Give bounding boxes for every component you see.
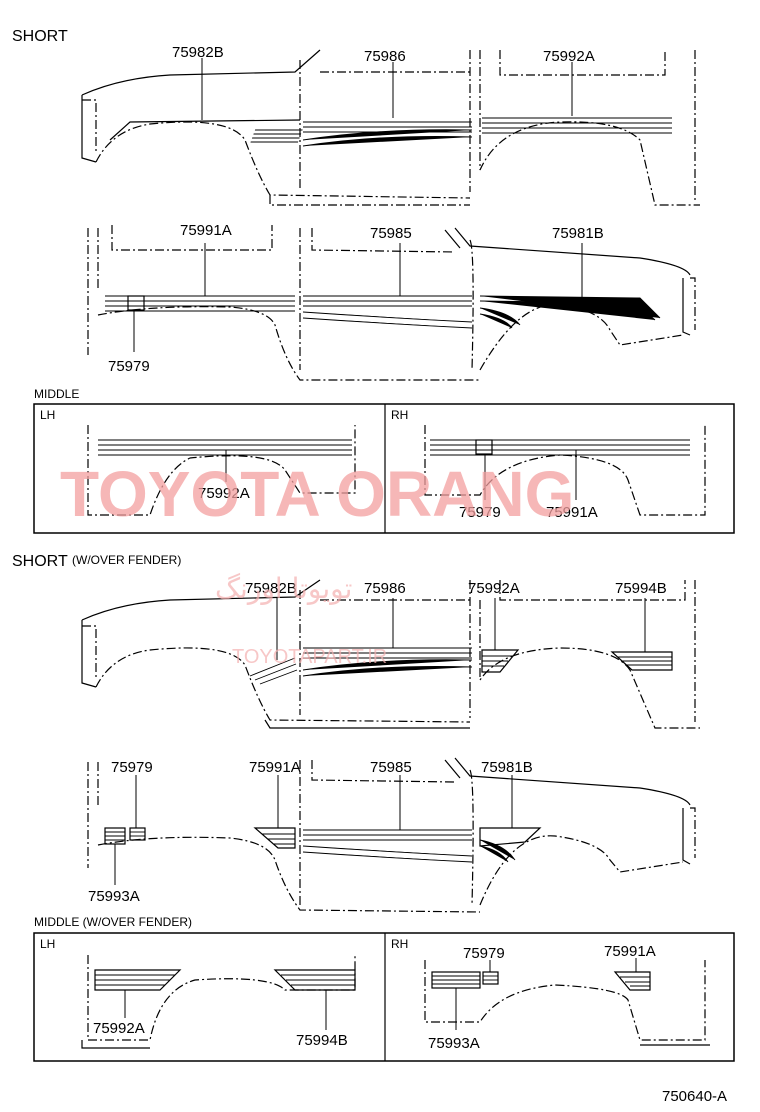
stripe-75985	[302, 829, 473, 863]
stripe-75979	[129, 827, 146, 841]
part-number: 75991A	[249, 759, 301, 776]
stripe-75994b	[610, 651, 673, 671]
watermark-persian: تویوتا اورنگ	[215, 572, 352, 605]
part-number: 75982B	[172, 44, 224, 61]
part-number: 75981B	[552, 225, 604, 242]
part-number: 75991A	[180, 222, 232, 239]
stripe-75981b	[479, 295, 661, 329]
section-title-middle: MIDDLE	[34, 387, 79, 401]
section-title-short: SHORT	[12, 28, 68, 45]
part-number: 75985	[370, 225, 412, 242]
part-number: 75982B	[245, 580, 297, 597]
part-number: 75991A	[546, 504, 598, 521]
stripe-75991a	[430, 439, 690, 456]
middle-fender-lh-body	[81, 955, 356, 1049]
section-note-over-fender: (W/OVER FENDER)	[72, 553, 181, 567]
stripe-75982b	[249, 657, 298, 685]
watermark-site: TOYOTAPART.IR	[232, 646, 387, 668]
stripe-75986	[302, 647, 473, 677]
side-label-lh: LH	[40, 937, 55, 951]
stripe-75992a	[481, 649, 520, 673]
part-number: 75985	[370, 759, 412, 776]
part-number: 75979	[108, 358, 150, 375]
stripe-75986	[302, 121, 473, 147]
stripe-75994b	[273, 969, 356, 991]
vehicle-short-bottom	[87, 225, 696, 381]
stripe-75991a	[253, 827, 296, 849]
part-number: 75993A	[88, 888, 140, 905]
middle-rh-body	[424, 425, 706, 516]
part-number: 75992A	[468, 580, 520, 597]
stripe-75992a	[98, 439, 352, 456]
part-number: 75979	[111, 759, 153, 776]
stripe-75993a	[431, 971, 481, 989]
stripe-75992a	[94, 969, 182, 991]
stripe-75991a	[613, 971, 651, 991]
watermark-text: TOYOTA ORANG	[60, 458, 574, 530]
part-number: 75979	[463, 945, 505, 962]
stripe-75979	[482, 971, 499, 985]
part-number: 75992A	[198, 485, 250, 502]
stripe-75991a	[105, 295, 295, 312]
part-number: 75992A	[543, 48, 595, 65]
side-label-rh: RH	[391, 408, 408, 422]
part-number: 75994B	[615, 580, 667, 597]
section-title-middle-over-fender: MIDDLE (W/OVER FENDER)	[34, 915, 192, 929]
part-number: 75986	[364, 48, 406, 65]
part-number: 75979	[459, 504, 501, 521]
part-number: 75991A	[604, 943, 656, 960]
section-title-short-over-fender: SHORT	[12, 553, 68, 570]
part-number: 75981B	[481, 759, 533, 776]
vehicle-short-fender-top	[81, 579, 700, 729]
vehicle-short-top	[81, 49, 700, 206]
stripe-75985	[302, 295, 473, 329]
part-number: 75993A	[428, 1035, 480, 1052]
stripe-75992a	[482, 117, 672, 134]
middle-panel	[33, 403, 735, 534]
middle-lh-body	[87, 425, 356, 516]
vehicle-short-fender-bottom	[87, 757, 696, 913]
part-number: 75992A	[93, 1020, 145, 1037]
middle-over-fender-panel	[33, 932, 735, 1062]
middle-fender-rh-body	[424, 960, 710, 1046]
figure-code: 750640-A	[662, 1088, 727, 1105]
stripe-75981b	[479, 827, 542, 863]
part-number: 75986	[364, 580, 406, 597]
part-number: 75994B	[296, 1032, 348, 1049]
side-label-lh: LH	[40, 408, 55, 422]
side-label-rh: RH	[391, 937, 408, 951]
